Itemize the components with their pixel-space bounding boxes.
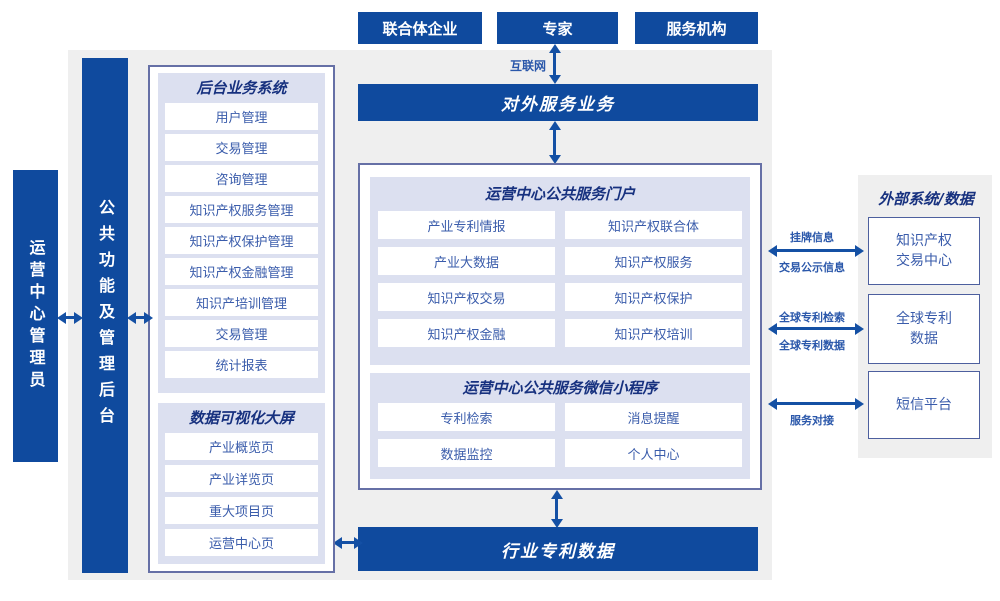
arrow-global-patent-data (777, 327, 855, 330)
external-system-global-patent-data: 全球专利 数据 (868, 294, 980, 364)
actor-expert: 专家 (497, 12, 618, 44)
actor-label: 联合体企业 (382, 19, 458, 38)
actor-label: 专家 (542, 19, 573, 38)
backend-item: 知识产权保护管理 (165, 227, 318, 254)
portal-item: 产业专利情报 (378, 211, 555, 239)
backend-item: 知识产培训管理 (165, 289, 318, 316)
arrow-internet-vertical (553, 53, 556, 75)
internet-label: 互联网 (509, 59, 546, 73)
backend-item: 咨询管理 (165, 165, 318, 192)
portal-section: 运营中心公共服务门户 产业专利情报 知识产权联合体 产业大数据 知识产权服务 知… (370, 177, 750, 365)
backend-item: 统计报表 (165, 351, 318, 378)
external-system-sms-platform: 短信平台 (868, 371, 980, 439)
external-service-bar: 对外服务业务 (358, 84, 758, 121)
miniprogram-item: 个人中心 (565, 439, 742, 467)
arrow-dashboard-to-industry-data (342, 541, 354, 544)
miniprogram-title: 运营中心公共服务微信小程序 (462, 379, 658, 397)
backend-items: 用户管理 交易管理 咨询管理 知识产权服务管理 知识产权保护管理 知识产权金融管… (165, 103, 318, 378)
dashboard-item: 产业概览页 (165, 433, 318, 460)
external-service-bar-label: 对外服务业务 (501, 95, 615, 115)
backend-section: 后台业务系统 用户管理 交易管理 咨询管理 知识产权服务管理 知识产权保护管理 … (158, 73, 325, 393)
backend-outer-box: 后台业务系统 用户管理 交易管理 咨询管理 知识产权服务管理 知识产权保护管理 … (148, 65, 335, 573)
public-functions-rail: 公共功能及管理后台 (82, 58, 128, 573)
industry-data-bar: 行业专利数据 (358, 527, 758, 571)
dashboard-items: 产业概览页 产业详览页 重大项目页 运营中心页 (165, 433, 318, 556)
external-system-ip-trade-center: 知识产权 交易中心 (868, 217, 980, 285)
industry-data-bar-label: 行业专利数据 (501, 541, 615, 562)
label-trade-publicity: 交易公示信息 (779, 261, 845, 274)
portal-item: 知识产权保护 (565, 283, 742, 311)
miniprogram-item: 数据监控 (378, 439, 555, 467)
dashboard-item: 产业详览页 (165, 465, 318, 492)
dashboard-item: 重大项目页 (165, 497, 318, 524)
arrow-sms-platform (777, 402, 855, 405)
label-global-patent-data: 全球专利数据 (779, 339, 845, 352)
actor-consortium-enterprise: 联合体企业 (358, 12, 482, 44)
backend-item: 知识产权金融管理 (165, 258, 318, 285)
label-listing-info: 挂牌信息 (790, 231, 834, 244)
miniprogram-items: 专利检索 消息提醒 数据监控 个人中心 (378, 403, 742, 467)
backend-item: 交易管理 (165, 320, 318, 347)
actor-service-agency: 服务机构 (635, 12, 758, 44)
label-global-patent-search: 全球专利检索 (779, 311, 845, 324)
portal-item: 知识产权联合体 (565, 211, 742, 239)
portal-title: 运营中心公共服务门户 (484, 185, 635, 203)
dashboard-item: 运营中心页 (165, 529, 318, 556)
arrow-portal-to-industry-data (555, 499, 558, 519)
actor-label: 服务机构 (666, 19, 727, 38)
operations-admin-label: 运营中心管理员 (26, 239, 46, 393)
portal-items: 产业专利情报 知识产权联合体 产业大数据 知识产权服务 知识产权交易 知识产权保… (378, 211, 742, 347)
portal-item: 知识产权服务 (565, 247, 742, 275)
miniprogram-item: 消息提醒 (565, 403, 742, 431)
backend-item: 交易管理 (165, 134, 318, 161)
dashboard-section: 数据可视化大屏 产业概览页 产业详览页 重大项目页 运营中心页 (158, 403, 325, 564)
portal-outer-box: 运营中心公共服务门户 产业专利情报 知识产权联合体 产业大数据 知识产权服务 知… (358, 163, 762, 490)
backend-title: 后台业务系统 (196, 79, 287, 97)
label-service-connect: 服务对接 (790, 414, 834, 427)
portal-item: 知识产权交易 (378, 283, 555, 311)
backend-item: 用户管理 (165, 103, 318, 130)
portal-item: 知识产权金融 (378, 319, 555, 347)
miniprogram-item: 专利检索 (378, 403, 555, 431)
arrow-service-to-portal (553, 130, 556, 155)
miniprogram-section: 运营中心公共服务微信小程序 专利检索 消息提醒 数据监控 个人中心 (370, 373, 750, 479)
portal-item: 产业大数据 (378, 247, 555, 275)
dashboard-title: 数据可视化大屏 (188, 409, 294, 427)
backend-item: 知识产权服务管理 (165, 196, 318, 223)
external-panel-title: 外部系统/数据 (878, 190, 974, 208)
arrow-ip-trade-center (777, 249, 855, 252)
arrow-admin-to-rail (66, 316, 74, 319)
public-functions-label: 公共功能及管理后台 (96, 198, 115, 433)
portal-item: 知识产权培训 (565, 319, 742, 347)
arrow-rail-to-backend (136, 316, 144, 319)
operations-admin-rail: 运营中心管理员 (13, 170, 58, 462)
